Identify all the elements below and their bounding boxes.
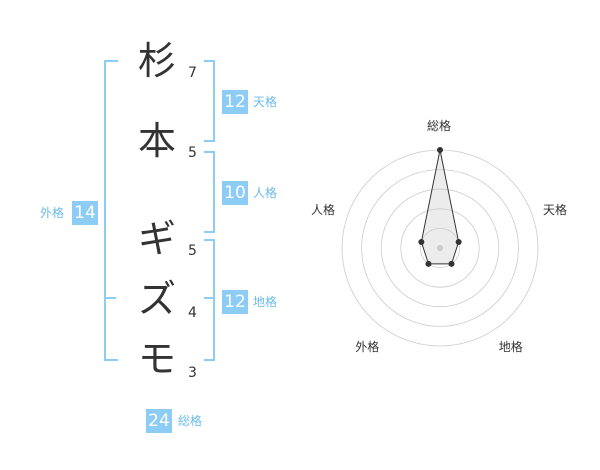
stroke-count-1: 7 (188, 65, 197, 81)
radar-axis-label-2: 天格 (543, 203, 568, 218)
tenkaku-value-badge: 12 (222, 90, 248, 114)
stroke-count-4: 4 (188, 305, 197, 321)
soukaku-value-badge: 24 (146, 409, 172, 433)
jinkaku-bracket (204, 151, 215, 233)
soukaku-label: 総格 (178, 414, 203, 428)
stroke-count-5: 3 (188, 365, 197, 381)
stroke-count-3: 5 (188, 243, 197, 259)
name-char-5: モ (137, 337, 176, 381)
jinkaku-label: 人格 (253, 186, 278, 200)
radar-ring-2 (400, 208, 480, 288)
radar-point-1 (437, 147, 443, 153)
tenkaku-bracket (204, 60, 215, 142)
radar-ring-1 (419, 227, 460, 268)
radar-ring-3 (380, 188, 500, 308)
radar-axis-label-3: 地格 (498, 339, 523, 354)
tenkaku-label: 天格 (253, 95, 278, 109)
chikaku-bracket (204, 239, 215, 361)
chikaku-label: 地格 (253, 295, 278, 309)
radar-center-dot (437, 245, 443, 251)
radar-point-3 (448, 260, 455, 267)
radar-axis-label-4: 外格 (355, 339, 380, 354)
chikaku-value-badge: 12 (222, 290, 248, 314)
name-char-4: ズ (137, 277, 176, 321)
name-char-1: 杉 (137, 39, 176, 83)
radar-point-5 (418, 238, 425, 245)
stroke-count-2: 5 (188, 145, 197, 161)
jinkaku-value-badge: 10 (222, 181, 248, 205)
radar-point-2 (455, 238, 462, 245)
gaikaku-bracket (104, 60, 118, 361)
radar-axis-label-5: 人格 (310, 203, 335, 218)
name-char-3: ギ (137, 217, 176, 261)
surname-given-divider-tick (104, 297, 116, 299)
chikaku-divider-tick (204, 297, 215, 299)
radar-axis-label-1: 総格 (427, 119, 452, 133)
radar-ring-4 (361, 169, 519, 327)
radar-value-polygon (420, 149, 460, 265)
gaikaku-label: 外格 (40, 206, 65, 220)
name-char-2: 本 (137, 119, 176, 163)
gaikaku-value-badge: 14 (72, 201, 98, 225)
radar-point-4 (425, 260, 432, 267)
